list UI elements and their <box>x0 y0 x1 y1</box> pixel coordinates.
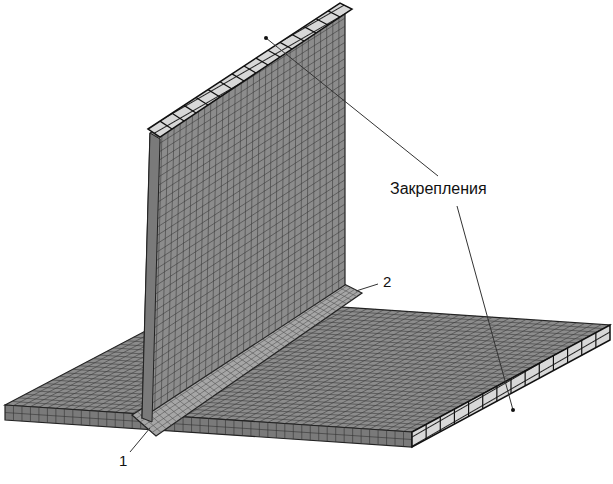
mesh-line <box>256 58 268 65</box>
leader-line <box>457 206 513 410</box>
mesh-line <box>5 413 412 440</box>
mesh-line <box>147 115 345 242</box>
mesh-line <box>66 373 472 400</box>
mesh-line <box>148 75 345 200</box>
callout-number: 2 <box>381 273 393 290</box>
mesh-line <box>268 50 280 57</box>
mesh-face <box>5 405 412 447</box>
mesh-line <box>184 105 196 113</box>
mesh-line <box>149 34 345 158</box>
mesh-line <box>468 401 469 416</box>
mesh-line <box>496 386 497 401</box>
mesh-line <box>454 409 455 424</box>
mesh-line <box>147 123 345 250</box>
mesh-line <box>482 394 483 409</box>
mesh-line <box>292 35 304 42</box>
mesh-line <box>220 82 232 89</box>
mesh-line <box>146 148 345 276</box>
mesh-line <box>304 27 316 33</box>
mesh-line <box>232 74 244 81</box>
mesh-line <box>328 11 340 17</box>
mesh-line <box>539 363 540 378</box>
mesh-line <box>142 277 345 410</box>
mesh-line <box>145 196 345 326</box>
mesh-line <box>143 261 345 393</box>
mesh-line <box>144 204 345 334</box>
mesh-line <box>280 42 292 49</box>
mesh-line <box>149 42 345 166</box>
mesh-line <box>595 333 596 348</box>
mesh-line <box>172 113 184 121</box>
mesh-line <box>142 269 345 401</box>
mesh-line <box>146 131 345 258</box>
mesh-line <box>148 83 345 209</box>
mesh-line <box>79 366 484 393</box>
mesh-line <box>525 371 526 386</box>
mesh-face <box>412 325 610 447</box>
mesh-line <box>567 348 568 363</box>
mesh-line <box>39 387 445 414</box>
fix-point <box>264 36 268 40</box>
mesh-face <box>142 133 160 422</box>
mesh-line <box>146 139 345 267</box>
mesh-line <box>73 369 478 396</box>
mesh-line <box>426 424 427 439</box>
mesh-line <box>148 67 345 192</box>
mesh-line <box>553 356 554 371</box>
mesh-line <box>59 376 465 403</box>
leader-line <box>356 284 378 291</box>
mesh-line <box>316 19 328 25</box>
mesh-line <box>144 212 345 342</box>
leader-line <box>266 38 438 176</box>
mesh-line <box>144 228 345 359</box>
mesh-line <box>144 220 345 351</box>
mesh-line <box>160 121 172 129</box>
mesh-line <box>244 66 256 73</box>
mesh-line <box>581 340 582 355</box>
callout-number: 1 <box>117 452 129 469</box>
mesh-line <box>208 90 220 97</box>
mesh-line <box>52 380 458 407</box>
mesh-line <box>150 26 345 150</box>
mesh-line <box>146 156 345 284</box>
fix-point <box>511 408 515 412</box>
constraint-label: Закрепления <box>388 180 489 198</box>
mesh-line <box>143 245 345 377</box>
mesh-line <box>196 98 208 106</box>
leader-line <box>130 428 150 452</box>
mesh-line <box>46 384 452 411</box>
mesh-line <box>143 253 345 385</box>
mesh-face <box>148 3 352 137</box>
mesh-line <box>440 417 441 432</box>
mesh-line <box>143 236 345 367</box>
mesh-line <box>510 379 511 394</box>
